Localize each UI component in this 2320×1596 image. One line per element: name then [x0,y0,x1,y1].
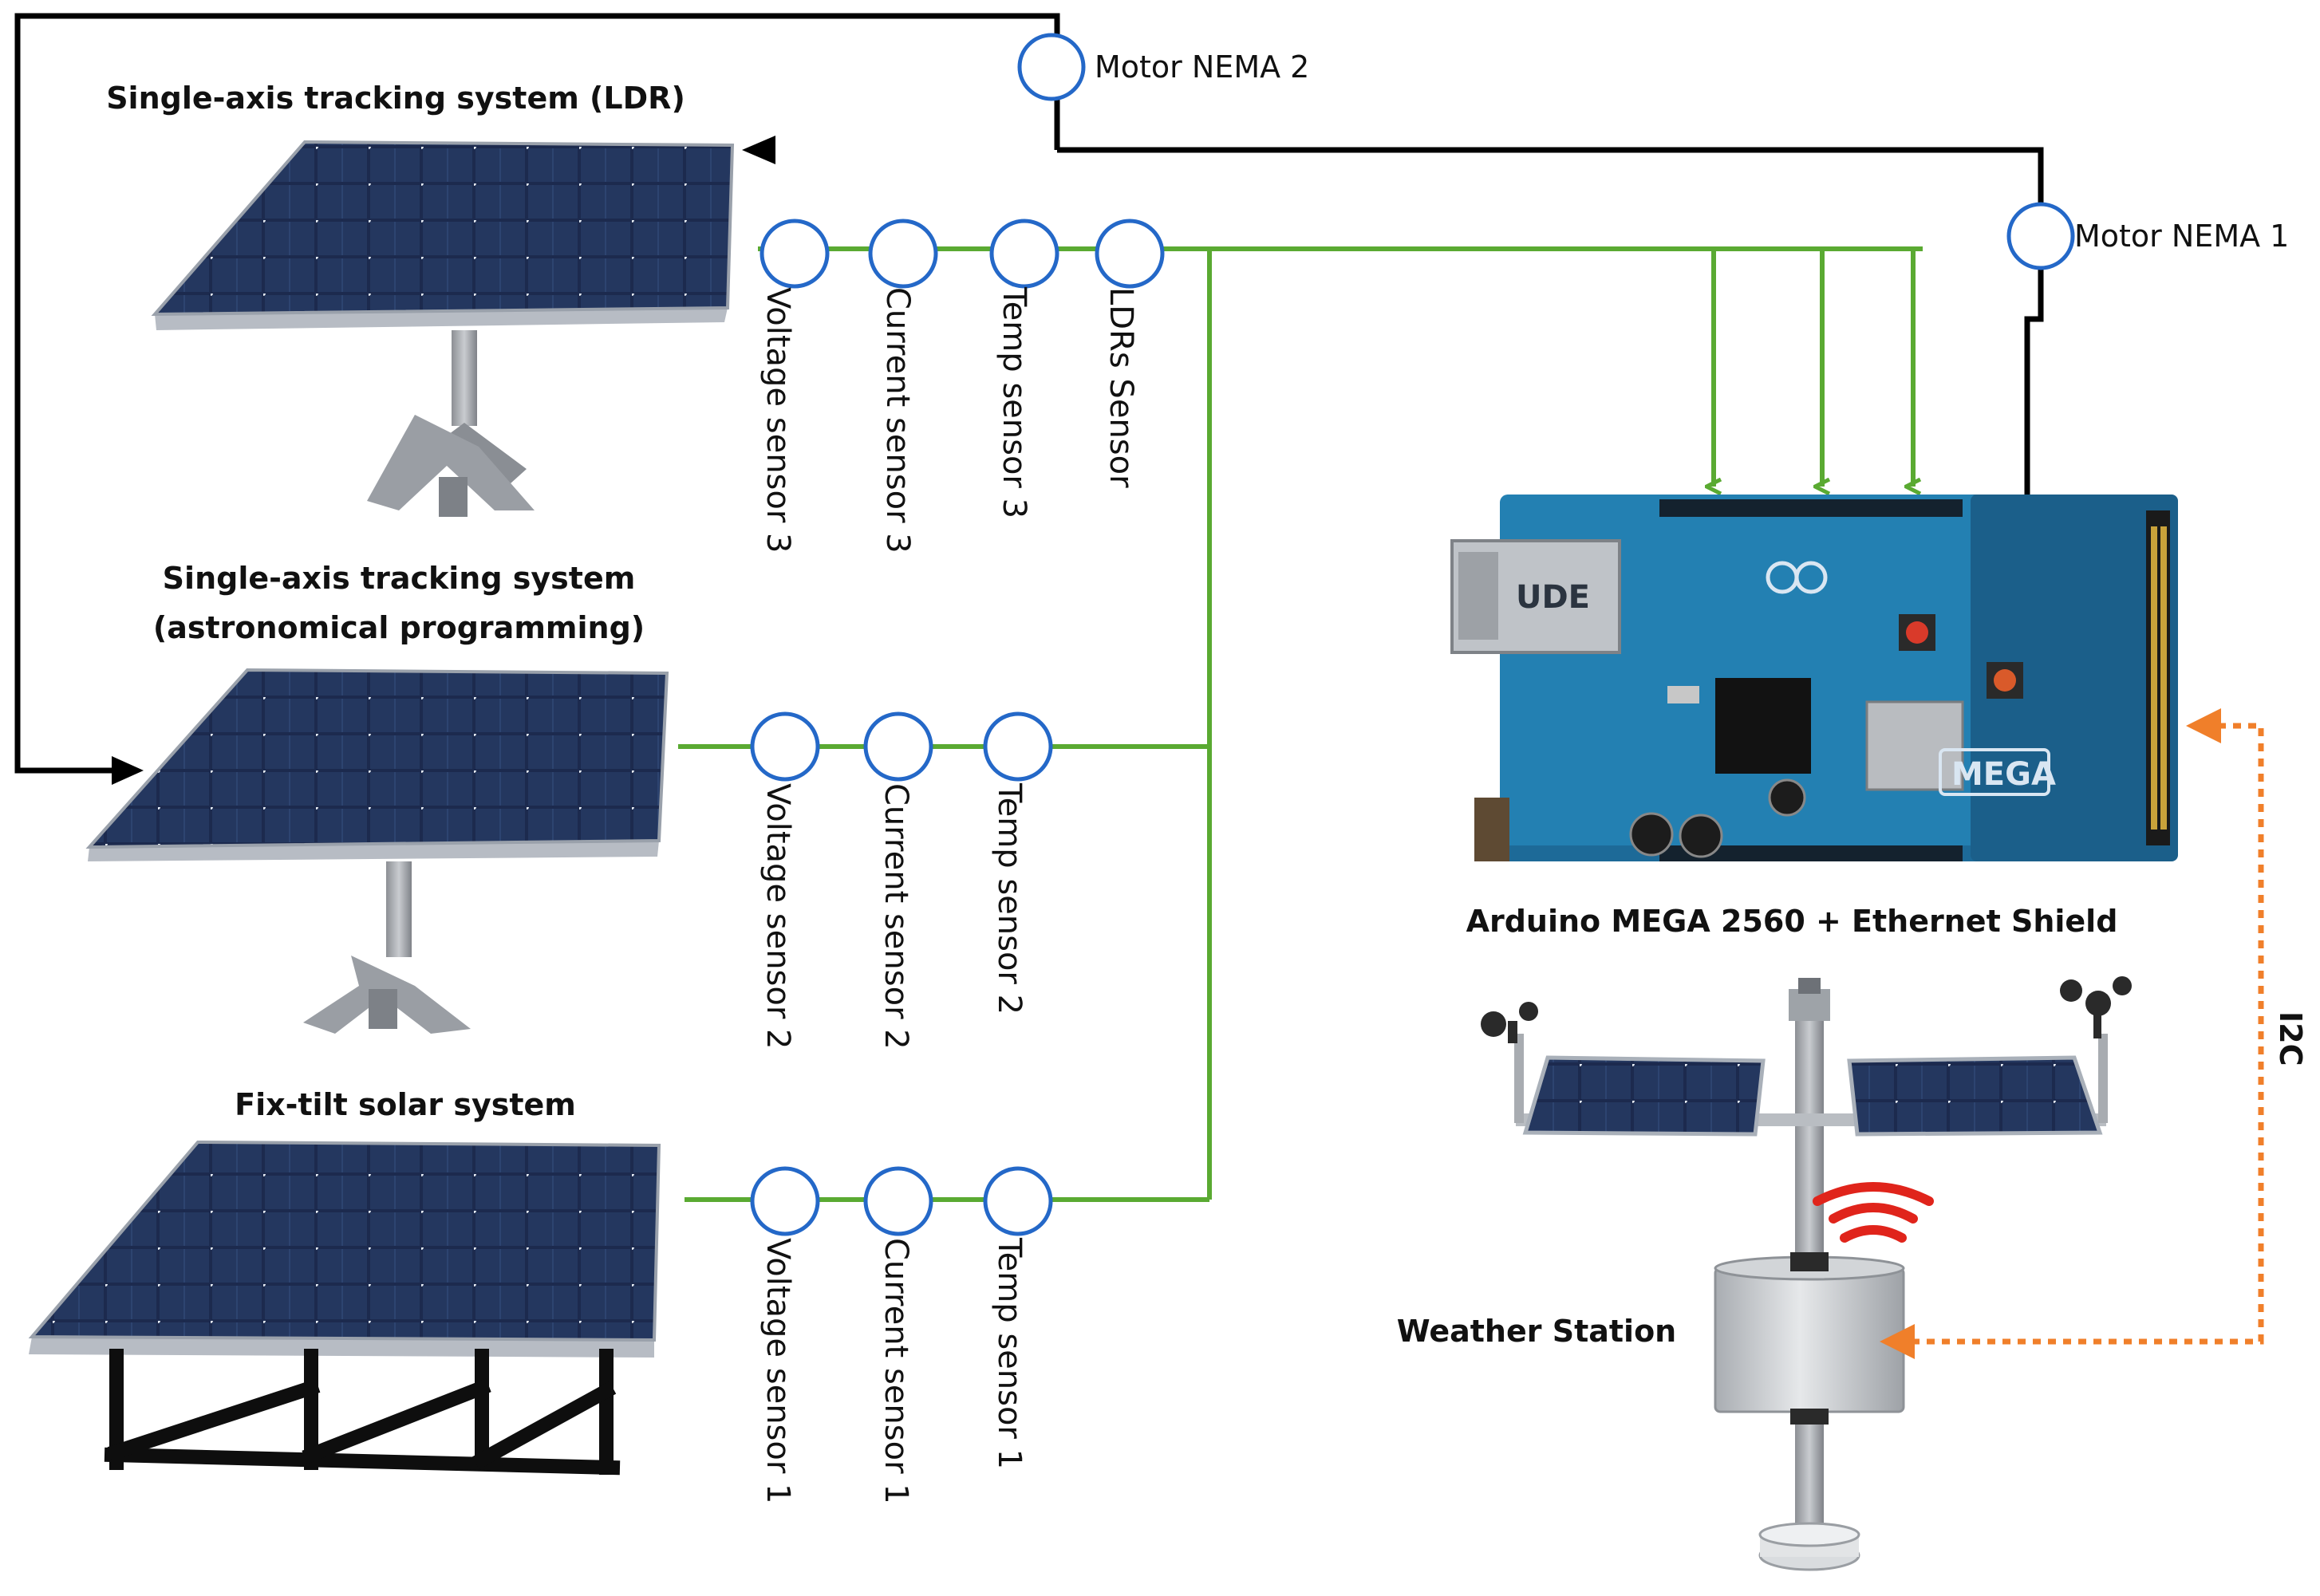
current-sensor-1-label: Current sensor 1 [878,1238,914,1504]
temp-sensor-1-label: Temp sensor 1 [991,1237,1028,1469]
motor-nema2-label: Motor NEMA 2 [1095,49,1309,85]
wire-to-ldr-tracker [1057,147,2044,206]
voltage-sensor-3-label: Voltage sensor 3 [760,287,796,553]
ethernet-chip-brand: UDE [1516,579,1590,616]
motor-nema1-icon [2006,202,2075,270]
current-sensor-1-icon [863,1166,933,1236]
mega-badge-text: MEGA [1951,756,2056,793]
temp-sensor-3-label: Temp sensor 3 [996,286,1032,518]
sensor-row-2 [750,711,1053,782]
voltage-sensor-3-icon [760,219,830,289]
arduino-board-icon: UDE MEGA [1450,495,2178,861]
arrowhead-astro [112,756,144,785]
ldr-tracker-panel-icon [151,140,735,517]
wire-nema1-to-board [2024,270,2044,495]
i2c-link [1907,723,2264,1345]
voltage-sensor-1-label: Voltage sensor 1 [760,1238,796,1503]
weather-station-label: Weather Station [1397,1314,1676,1349]
arrowhead-ldr [742,136,775,164]
fixed-tilt-title: Fix-tilt solar system [235,1087,576,1122]
i2c-label: I2C [2273,1011,2308,1066]
astro-tracker-title-line1: Single-axis tracking system [163,561,636,596]
current-sensor-3-label: Current sensor 3 [879,287,916,554]
ldrs-sensor-icon [1095,219,1165,289]
i2c-arrowhead-board [2186,708,2221,743]
voltage-sensor-2-icon [750,711,820,782]
i2c-arrowhead-station [1880,1324,1915,1359]
voltage-sensor-2-label: Voltage sensor 2 [760,783,796,1049]
arduino-label: Arduino MEGA 2560 + Ethernet Shield [1466,904,2118,939]
temp-sensor-2-label: Temp sensor 2 [991,782,1028,1015]
temp-sensor-2-icon [983,711,1053,782]
astro-tracker-panel-icon [85,668,669,1034]
current-sensor-3-icon [868,219,938,289]
current-sensor-2-label: Current sensor 2 [878,783,914,1050]
temp-sensor-3-icon [989,219,1059,289]
current-sensor-2-icon [863,711,933,782]
sensor-row-1 [750,1166,1053,1236]
motor-nema2-icon [1017,33,1086,101]
astro-tracker-title-line2: (astronomical programming) [153,610,645,645]
ldrs-sensor-label: LDRs Sensor [1103,287,1139,488]
motor-nema1-label: Motor NEMA 1 [2074,219,2289,254]
voltage-sensor-1-icon [750,1166,820,1236]
sensor-row-3 [760,219,1165,289]
weather-station-icon [1481,976,2132,1571]
ldr-tracker-title: Single-axis tracking system (LDR) [106,81,685,116]
temp-sensor-1-icon [983,1166,1053,1236]
fixed-tilt-panel-icon [28,1140,661,1476]
